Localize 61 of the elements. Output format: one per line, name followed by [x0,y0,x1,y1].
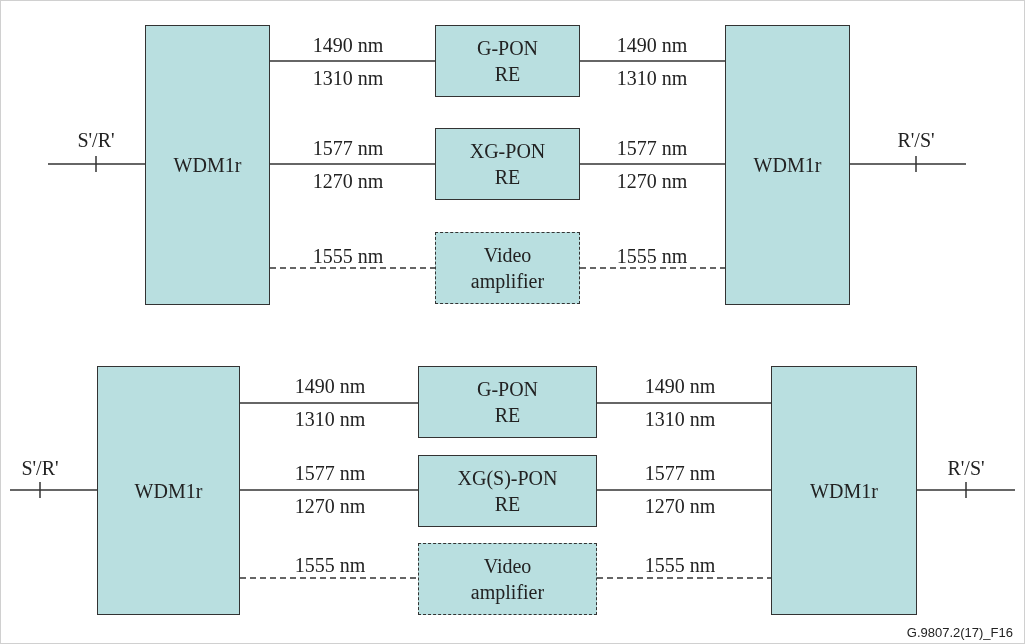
connector-line [579,163,726,165]
connector-line [579,60,726,62]
wavelength-label: 1490 nm [312,35,384,55]
process-box [97,366,240,615]
box-label: WDM1r [753,153,822,178]
process-box [435,128,580,200]
connector-line [269,163,436,165]
wavelength-label: 1577 nm [312,138,384,158]
reference-point-label: R'/S' [947,458,985,478]
process-box [771,366,917,615]
connector-line [239,577,419,579]
connector-line [239,489,419,491]
connector-line [579,267,726,269]
process-box [418,455,597,527]
box-label: Video amplifier [469,243,546,294]
wavelength-label: 1270 nm [294,496,366,516]
connector-line [596,402,772,404]
wavelength-label: 1490 nm [644,376,716,396]
port-line [916,481,1016,499]
dashed-box [435,232,580,304]
wavelength-label: 1310 nm [294,409,366,429]
wavelength-label: 1490 nm [294,376,366,396]
connector-line [596,577,772,579]
connector-line [269,60,436,62]
port-line [47,155,146,173]
box-label: WDM1r [134,478,203,504]
box-label: XG-PON RE [468,139,547,190]
wavelength-label: 1555 nm [294,555,366,575]
connector-line [239,402,419,404]
process-box [435,25,580,97]
box-label: WDM1r [173,153,242,178]
process-box [725,25,850,305]
wavelength-label: 1270 nm [616,171,688,191]
box-label: Video amplifier [469,554,546,605]
wavelength-label: 1577 nm [616,138,688,158]
wavelength-label: 1310 nm [312,68,384,88]
port-line [849,155,967,173]
wavelength-label: 1555 nm [616,246,688,266]
reference-point-label: R'/S' [897,130,935,150]
wavelength-label: 1310 nm [616,68,688,88]
connector-line [596,489,772,491]
wavelength-label: 1577 nm [294,463,366,483]
box-label: G-PON RE [475,36,540,87]
process-box [418,366,597,438]
box-label: WDM1r [810,478,878,504]
wavelength-label: 1310 nm [644,409,716,429]
process-box [145,25,270,305]
connector-line [269,267,436,269]
box-label: XG(S)-PON RE [456,466,559,517]
wavelength-label: 1555 nm [644,555,716,575]
wavelength-label: 1270 nm [312,171,384,191]
box-label: G-PON RE [475,377,540,428]
dashed-box [418,543,597,615]
wavelength-label: 1555 nm [312,246,384,266]
wavelength-label: 1577 nm [644,463,716,483]
reference-point-label: S'/R' [21,458,59,478]
wavelength-label: 1490 nm [616,35,688,55]
figure-id: G.9807.2(17)_F16 [906,625,1013,639]
port-line [9,481,98,499]
wavelength-label: 1270 nm [644,496,716,516]
reference-point-label: S'/R' [77,130,115,150]
